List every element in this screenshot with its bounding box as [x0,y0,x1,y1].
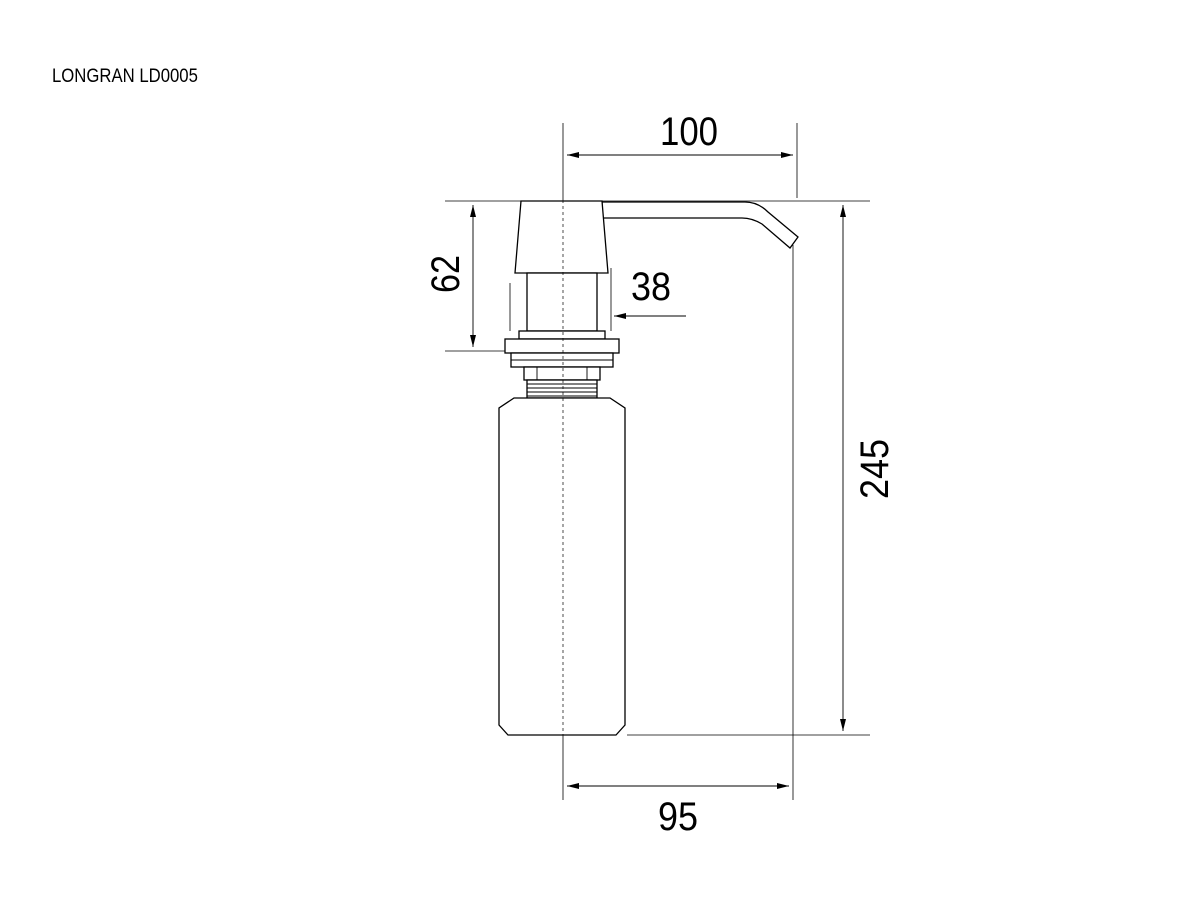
mounting-ring [518,330,606,340]
dimension-reach-label: 100 [660,110,718,154]
dimension-thread: 38 [614,265,686,319]
product-title: LONGRAN LD0005 [52,66,198,87]
dimension-head-height-label: 62 [424,255,468,293]
dimension-reach: 100 [567,110,793,158]
dispenser-drawing [498,200,799,736]
pump-head [514,200,609,274]
dimension-head-height: 62 [424,205,476,347]
pump-neck [526,272,598,332]
thread-section [523,366,601,399]
bottle [498,397,626,736]
dimension-thread-label: 38 [631,265,671,309]
extension-lines [445,123,870,800]
dimension-total-height-label: 245 [853,439,897,499]
dimension-bottle-offset-label: 95 [658,795,698,839]
mounting-flange [504,338,620,354]
spout [601,201,799,249]
dimension-total-height: 245 [840,205,897,731]
dimension-bottle-offset: 95 [567,783,789,839]
